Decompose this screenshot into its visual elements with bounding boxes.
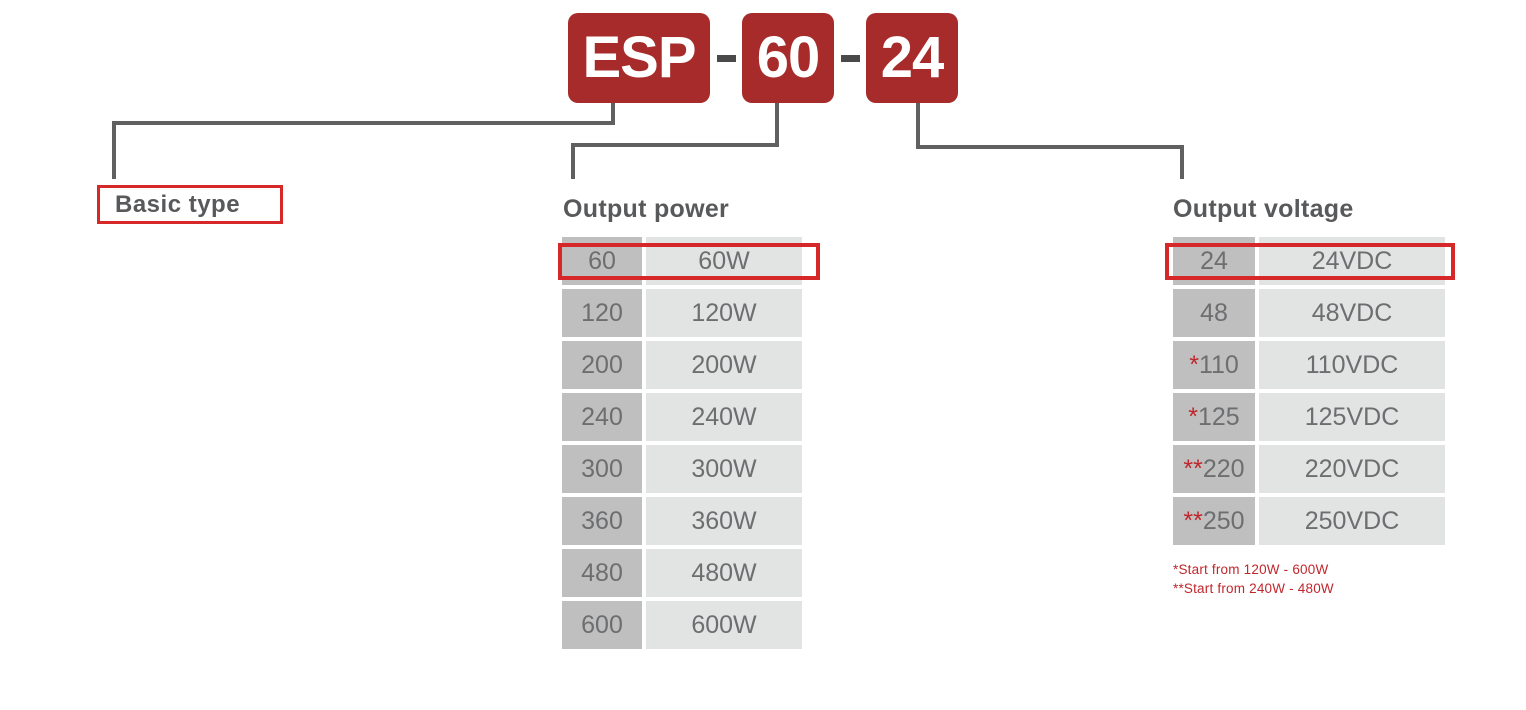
row-code-cell: 360 [562, 497, 642, 545]
row-code-cell: **220 [1173, 445, 1255, 493]
model-code-row: ESP 60 24 [0, 13, 1526, 103]
connector-basic-type-vertical-right [611, 103, 615, 123]
footnote-marker: * [1189, 350, 1199, 379]
row-value-cell: 240W [646, 393, 802, 441]
row-value-cell: 120W [646, 289, 802, 337]
code-separator-1 [710, 54, 742, 62]
row-code-cell: *110 [1173, 341, 1255, 389]
row-value-cell: 300W [646, 445, 802, 493]
connector-output-voltage-horizontal [916, 145, 1184, 149]
connector-output-voltage-vertical-right [1180, 145, 1184, 179]
connector-basic-type-vertical-left [112, 121, 116, 179]
row-code-cell: 48 [1173, 289, 1255, 337]
row-value-cell: 24VDC [1259, 237, 1445, 285]
code-box-output-power: 60 [742, 13, 834, 103]
connector-output-power-vertical-right [775, 103, 779, 147]
row-code-cell: 24 [1173, 237, 1255, 285]
footnotes: *Start from 120W - 600W **Start from 240… [1173, 560, 1334, 598]
row-code-cell: 300 [562, 445, 642, 493]
row-value-cell: 200W [646, 341, 802, 389]
row-value-cell: 220VDC [1259, 445, 1445, 493]
row-value-cell: 48VDC [1259, 289, 1445, 337]
code-box-basic-type: ESP [568, 13, 710, 103]
connector-basic-type-horizontal [112, 121, 615, 125]
row-code-cell: 480 [562, 549, 642, 597]
basic-type-callout: Basic type [97, 185, 283, 224]
row-code-cell: 600 [562, 601, 642, 649]
row-code-cell: 60 [562, 237, 642, 285]
connector-output-voltage-vertical-left [916, 103, 920, 149]
row-code-cell: **250 [1173, 497, 1255, 545]
code-box-output-voltage: 24 [866, 13, 958, 103]
row-code-cell: 120 [562, 289, 642, 337]
row-code-cell: 240 [562, 393, 642, 441]
row-code-cell: *125 [1173, 393, 1255, 441]
connector-output-power-horizontal [571, 143, 779, 147]
footnote-double-star: **Start from 240W - 480W [1173, 581, 1334, 596]
footnote-marker: * [1188, 402, 1198, 431]
row-value-cell: 600W [646, 601, 802, 649]
footnote-single-star: *Start from 120W - 600W [1173, 562, 1329, 577]
row-value-cell: 480W [646, 549, 802, 597]
code-separator-2 [834, 54, 866, 62]
row-code-cell: 200 [562, 341, 642, 389]
footnote-marker: ** [1183, 454, 1203, 483]
row-value-cell: 60W [646, 237, 802, 285]
row-value-cell: 125VDC [1259, 393, 1445, 441]
connector-output-power-vertical-left [571, 143, 575, 179]
row-value-cell: 110VDC [1259, 341, 1445, 389]
row-value-cell: 360W [646, 497, 802, 545]
row-value-cell: 250VDC [1259, 497, 1445, 545]
footnote-marker: ** [1183, 506, 1203, 535]
basic-type-label: Basic type [115, 190, 241, 218]
output-power-heading: Output power [563, 195, 730, 223]
output-voltage-heading: Output voltage [1173, 195, 1354, 223]
